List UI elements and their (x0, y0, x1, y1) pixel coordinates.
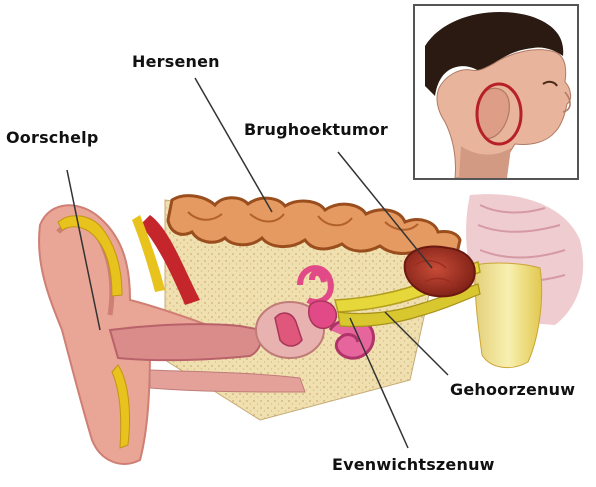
label-cochlear-nerve: Gehoorzenuw (450, 380, 575, 399)
head-profile-icon (415, 6, 577, 178)
label-vestibular-nerve: Evenwichtszenuw (332, 455, 495, 474)
label-tumor: Brughoektumor (244, 120, 388, 139)
head-profile-inset (413, 4, 579, 180)
label-auricle: Oorschelp (6, 128, 98, 147)
ear-canal (110, 324, 262, 360)
brainstem-yellow (475, 263, 542, 368)
leader-brain (195, 78, 272, 212)
vestibule (309, 301, 337, 328)
label-brain: Hersenen (132, 52, 220, 71)
